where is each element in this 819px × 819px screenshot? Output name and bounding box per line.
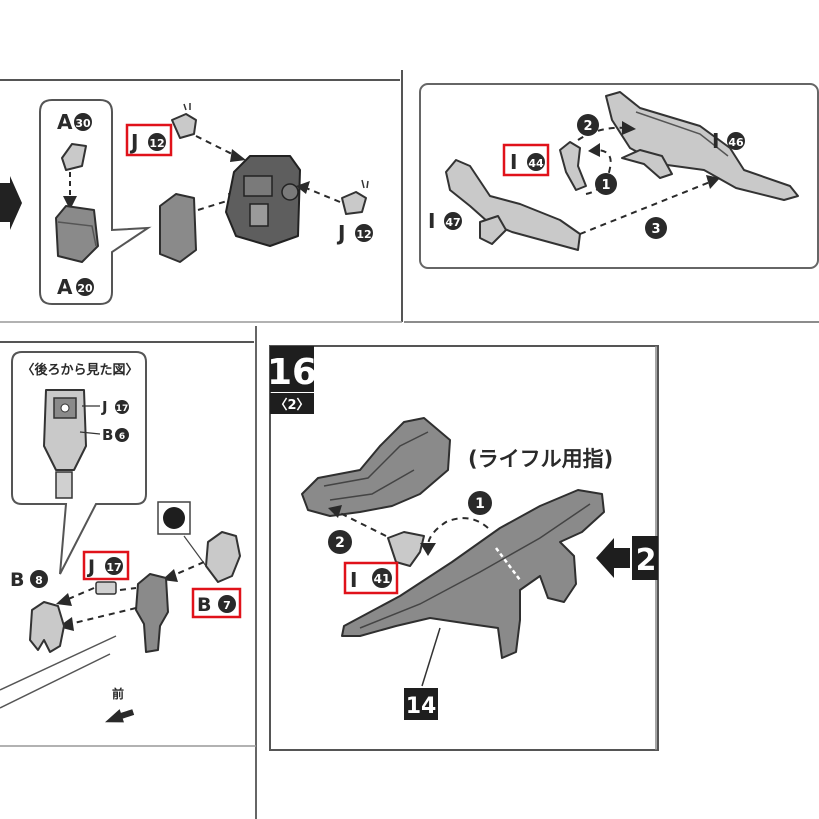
label-a30: A — [57, 110, 73, 134]
num-b7: 7 — [223, 599, 231, 612]
rear-view-callout — [11, 351, 147, 575]
num-circle-a20 — [76, 278, 94, 296]
num-i44: 44 — [528, 157, 544, 170]
num-circle-i44 — [527, 153, 545, 171]
label-i46: I — [712, 129, 719, 153]
panel-bottom-right: 16 〈2〉 (ライフル用指) I 41 1 2 14 2 — [267, 345, 659, 751]
label-j12-right: J — [336, 221, 345, 245]
num-a20: 20 — [77, 282, 93, 295]
part-a20 — [55, 205, 99, 263]
part-j12-right — [341, 191, 367, 215]
label-i44: I — [510, 150, 517, 174]
label-i41: I — [350, 568, 357, 592]
num-circle-j12-top — [148, 133, 166, 151]
next-step-box — [632, 536, 658, 580]
num-circle-i46 — [727, 132, 745, 150]
num-b8: 8 — [35, 574, 43, 587]
step-3-label: 3 — [651, 222, 660, 237]
num-j17-inset: 17 — [116, 404, 129, 414]
front-arrow-icon — [104, 709, 135, 723]
label-j17: J — [86, 556, 95, 578]
panel-top-left: A 30 A 20 J 12 J — [0, 70, 403, 323]
part-joint-block — [225, 155, 301, 247]
step-number: 16 — [267, 352, 317, 393]
num-i46: 46 — [728, 136, 744, 149]
num-circle-b7 — [218, 595, 236, 613]
step-circle-2 — [328, 530, 352, 554]
rear-view-title: 〈後ろから見た図〉 — [21, 362, 138, 378]
num-circle-j17-inset — [115, 400, 129, 414]
num-circle-b8 — [30, 570, 48, 588]
part-j17 — [95, 581, 117, 595]
highlight-i41 — [343, 561, 399, 595]
num-j12-top: 12 — [149, 137, 164, 150]
step-circle-3 — [645, 217, 667, 239]
continue-arrow-icon — [0, 176, 22, 230]
part-j12-top — [171, 113, 197, 139]
step-circle-2 — [577, 114, 599, 136]
front-label: 前 — [112, 686, 124, 701]
highlight-i44 — [502, 143, 550, 177]
label-a20: A — [57, 275, 73, 299]
next-step-arrow-icon — [596, 538, 630, 578]
num-circle-j12-right — [355, 224, 373, 242]
num-circle-j17 — [105, 557, 123, 575]
num-j17: 17 — [106, 561, 121, 574]
step-1-label: 1 — [475, 496, 485, 512]
highlight-j17 — [82, 550, 130, 581]
caption-rifle-fingers: (ライフル用指) — [468, 447, 613, 471]
step-2-label: 2 — [583, 119, 592, 134]
label-i47: I — [428, 209, 435, 233]
num-circle-b6 — [115, 428, 129, 442]
step-number-box — [270, 346, 314, 392]
num-j12-right: 12 — [356, 228, 371, 241]
part-i44 — [559, 141, 587, 191]
part-b8 — [29, 601, 65, 653]
step-1-label: 1 — [601, 178, 610, 193]
part-i41 — [387, 531, 425, 567]
label-b6: B — [102, 426, 113, 444]
hand-indicator-icon — [163, 507, 185, 529]
sub-step-box — [270, 393, 314, 414]
num-i41: 41 — [374, 572, 391, 586]
part-hand-frame — [135, 573, 169, 653]
highlight-j12-top — [125, 123, 173, 157]
step-circle-1 — [468, 491, 492, 515]
part-rifle — [341, 489, 605, 659]
num-b6: 6 — [119, 432, 125, 442]
label-j17-inset: J — [101, 398, 108, 416]
part-i46-grip — [621, 149, 673, 179]
part-hand — [301, 417, 451, 517]
panel-bottom-left: 〈後ろから見た図〉 J 17 B 6 B 7 J 17 — [0, 326, 257, 819]
part-number: 14 — [406, 694, 437, 719]
sub-step: 〈2〉 — [274, 397, 309, 413]
part-shoulder-armor — [159, 193, 197, 263]
num-circle-i47 — [444, 212, 462, 230]
part-a30 — [61, 143, 87, 171]
part-i47-body — [445, 159, 581, 251]
panel-top-right: I 46 I 47 I 44 2 1 3 — [404, 83, 819, 323]
num-circle-i41 — [372, 568, 392, 588]
num-a30: 30 — [75, 117, 91, 130]
highlight-b7 — [191, 587, 242, 619]
part-i47-grip — [479, 215, 507, 245]
step-2-label: 2 — [335, 535, 345, 551]
part-b7 — [205, 531, 241, 583]
num-i47: 47 — [445, 216, 460, 229]
label-b7: B — [197, 594, 211, 616]
step-circle-1 — [595, 173, 617, 195]
label-j12-top: J — [129, 130, 138, 154]
next-step-number: 2 — [636, 543, 657, 578]
num-circle-a30 — [74, 113, 92, 131]
part-number-box — [404, 688, 438, 720]
panel-bottom-right-frame — [269, 345, 659, 751]
label-b8: B — [10, 569, 24, 591]
